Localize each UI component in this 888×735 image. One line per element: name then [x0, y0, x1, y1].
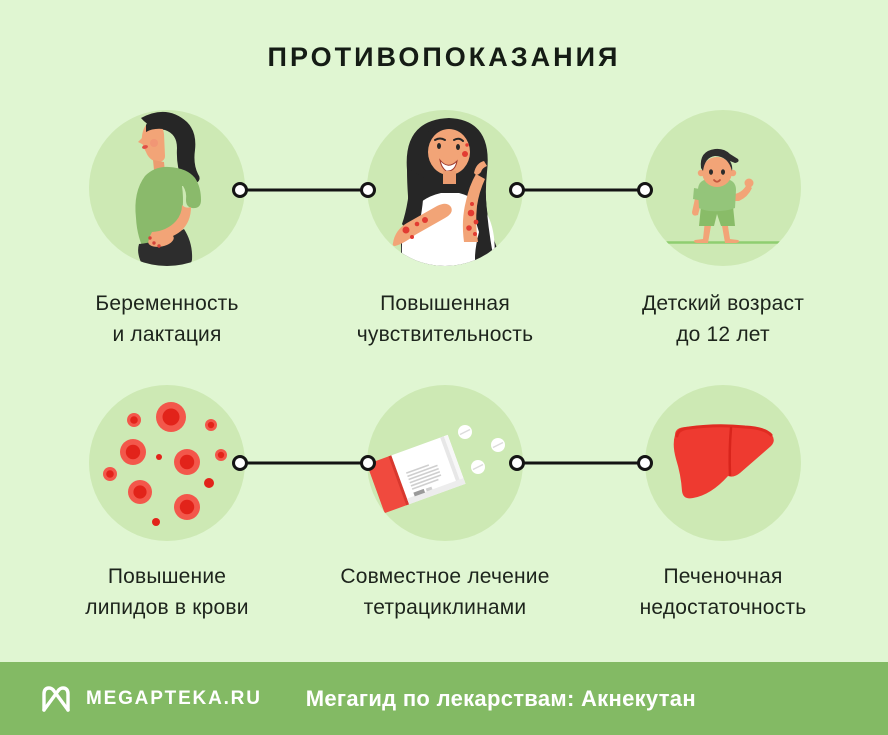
label-line: Повышенная [380, 292, 510, 315]
item-circle-children [645, 110, 801, 266]
label-line: до 12 лет [676, 323, 770, 346]
item-label-tetracyclines: Совместное лечение тетрациклинами [295, 561, 595, 623]
label-line: Совместное лечение [340, 565, 550, 588]
item-circle-liver [645, 385, 801, 541]
label-line: Беременность [95, 292, 239, 315]
item-label-pregnancy: Беременность и лактация [17, 288, 317, 350]
label-line: липидов в крови [85, 596, 249, 619]
item-label-lipids: Повышение липидов в крови [17, 561, 317, 623]
item-circle-pregnancy [89, 110, 245, 266]
item-label-children: Детский возраст до 12 лет [573, 288, 873, 350]
liver-icon [673, 424, 774, 499]
brand-name: MEGAPTEKA.RU [86, 687, 262, 709]
label-line: Повышение [107, 565, 227, 588]
item-circle-lipids [89, 385, 245, 541]
blood-cells-icon [103, 402, 227, 526]
label-line: и лактация [112, 323, 222, 346]
medicine-box-icon [367, 425, 505, 514]
connector-line-1 [232, 182, 376, 198]
label-line: чувствительность [356, 323, 534, 346]
footer-tagline: Мегагид по лекарствам: Акнекутан [305, 685, 696, 711]
connector-line-3 [232, 455, 376, 471]
label-line: Детский возраст [641, 292, 805, 315]
page-title: ПРОТИВОПОКАЗАНИЯ [267, 42, 621, 72]
label-line: недостаточность [639, 596, 807, 619]
item-circle-sensitivity [367, 110, 523, 266]
label-line: Печеночная [663, 565, 783, 588]
child-icon [665, 148, 781, 244]
pregnant-woman-icon [135, 111, 201, 266]
item-label-sensitivity: Повышенная чувствительность [295, 288, 595, 350]
item-label-liver: Печеночная недостаточность [573, 561, 873, 623]
item-circle-tetracyclines [367, 385, 523, 541]
woman-rash-icon [392, 118, 499, 266]
connector-line-4 [509, 455, 653, 471]
footer-bar: MEGAPTEKA.RU Мегагид по лекарствам: Акне… [0, 662, 888, 735]
connector-line-2 [509, 182, 653, 198]
megapteka-logo-icon [42, 685, 70, 712]
label-line: тетрациклинами [363, 596, 527, 619]
